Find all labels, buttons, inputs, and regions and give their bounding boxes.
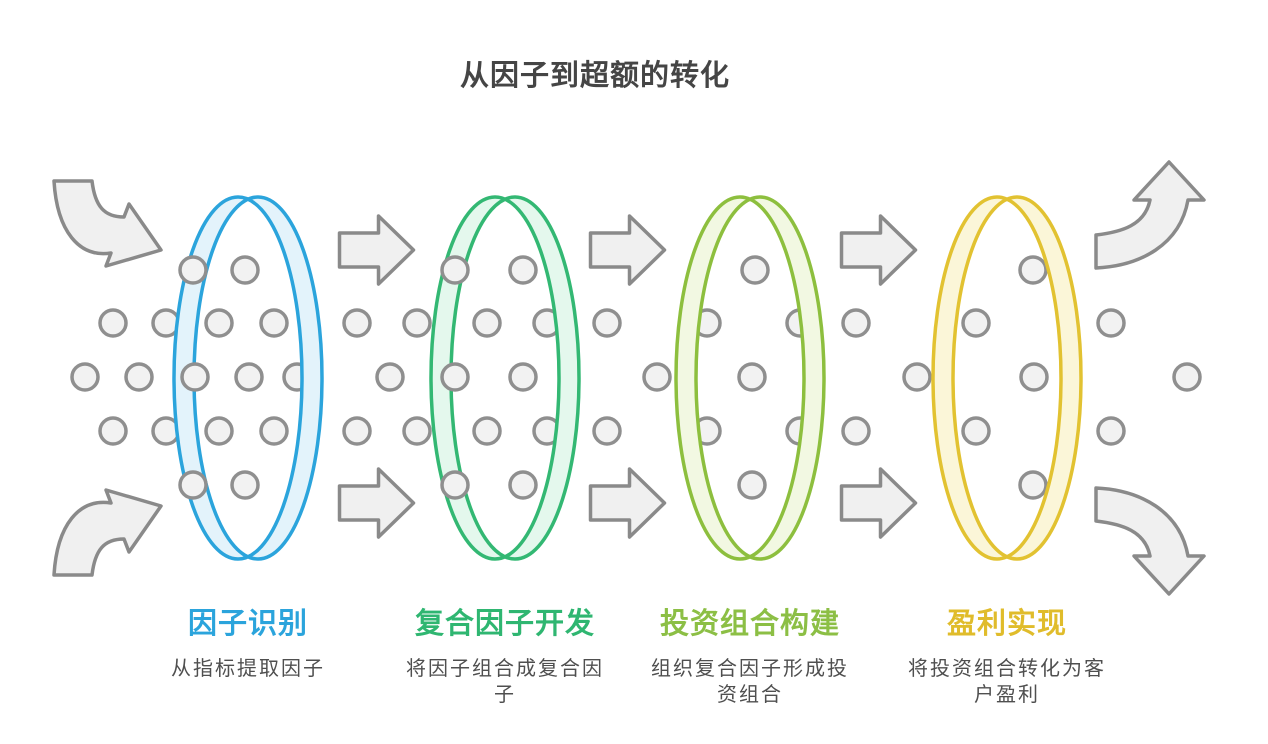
particle-dot — [375, 362, 405, 392]
particle-dot — [204, 416, 234, 446]
particle-dot — [961, 416, 991, 446]
particle-dot — [402, 308, 432, 338]
particle-dot — [440, 470, 470, 500]
particle-dot — [961, 308, 991, 338]
arrow-right-icon — [588, 467, 667, 539]
stage-ring-portfolio-construction — [674, 195, 826, 561]
arrow-right-icon — [337, 214, 416, 286]
stage-description: 从指标提取因子 — [171, 658, 325, 681]
particle-dot — [178, 255, 208, 285]
particle-dot — [740, 255, 770, 285]
particle-dot — [1018, 470, 1048, 500]
particle-dot — [737, 470, 767, 500]
stage-label-factor-identification: 因子识别 从指标提取因子 — [128, 606, 368, 682]
arrow-right-icon — [337, 467, 416, 539]
inflow-arrow-top-icon — [52, 179, 163, 268]
particle-dot — [508, 470, 538, 500]
particle-dot — [472, 416, 502, 446]
particle-dot — [841, 416, 871, 446]
arrow-right-icon — [839, 214, 918, 286]
particle-dot — [737, 362, 767, 392]
particle-dot — [342, 416, 372, 446]
particle-dot — [1018, 255, 1048, 285]
particle-dot — [642, 362, 672, 392]
particle-dot — [508, 255, 538, 285]
particle-dot — [70, 362, 100, 392]
stage-title: 盈利实现 — [946, 608, 1067, 640]
particle-dot — [180, 362, 210, 392]
page-title: 从因子到超额的转化 — [459, 60, 731, 92]
stage-title: 因子识别 — [187, 608, 308, 640]
stage-label-composite-factor-development: 复合因子开发 将因子组合成复合因子 — [385, 606, 625, 708]
arrow-right-icon — [588, 214, 667, 286]
particle-dot — [124, 362, 154, 392]
stage-ring-profit-realization — [931, 195, 1083, 561]
outflow-arrow-top-icon — [1094, 160, 1206, 270]
particle-dot — [1019, 362, 1049, 392]
outflow-arrow-bottom-icon — [1094, 486, 1206, 596]
particle-dot — [402, 416, 432, 446]
particle-dot — [1172, 362, 1202, 392]
particle-dot — [472, 308, 502, 338]
particle-dot — [841, 308, 871, 338]
stage-title: 投资组合构建 — [659, 608, 840, 640]
particle-dot — [902, 362, 932, 392]
stage-label-profit-realization: 盈利实现 将投资组合转化为客户盈利 — [887, 606, 1127, 708]
stage-label-portfolio-construction: 投资组合构建 组织复合因子形成投资组合 — [630, 606, 870, 708]
stage-ring-factor-identification — [172, 195, 324, 561]
stage-description: 组织复合因子形成投资组合 — [651, 658, 849, 707]
particle-dot — [1096, 308, 1126, 338]
arrow-right-icon — [839, 467, 918, 539]
particle-dot — [508, 362, 538, 392]
stage-ring-composite-factor-development — [429, 195, 581, 561]
particle-dot — [230, 255, 260, 285]
particle-dot — [230, 470, 260, 500]
particle-dot — [592, 308, 622, 338]
particle-dot — [204, 308, 234, 338]
stage-description: 将因子组合成复合因子 — [406, 658, 604, 707]
particle-dot — [234, 362, 264, 392]
inflow-arrow-bottom-icon — [52, 488, 163, 577]
particle-dot — [98, 416, 128, 446]
particle-dot — [440, 255, 470, 285]
particle-dot — [1096, 416, 1126, 446]
stage-description: 将投资组合转化为客户盈利 — [908, 658, 1106, 707]
particle-dot — [259, 416, 289, 446]
particle-dot — [440, 362, 470, 392]
particle-dot — [592, 416, 622, 446]
particle-dot — [259, 308, 289, 338]
particle-dot — [342, 308, 372, 338]
particle-dot — [178, 470, 208, 500]
particle-dot — [98, 308, 128, 338]
stage-title: 复合因子开发 — [414, 608, 595, 640]
